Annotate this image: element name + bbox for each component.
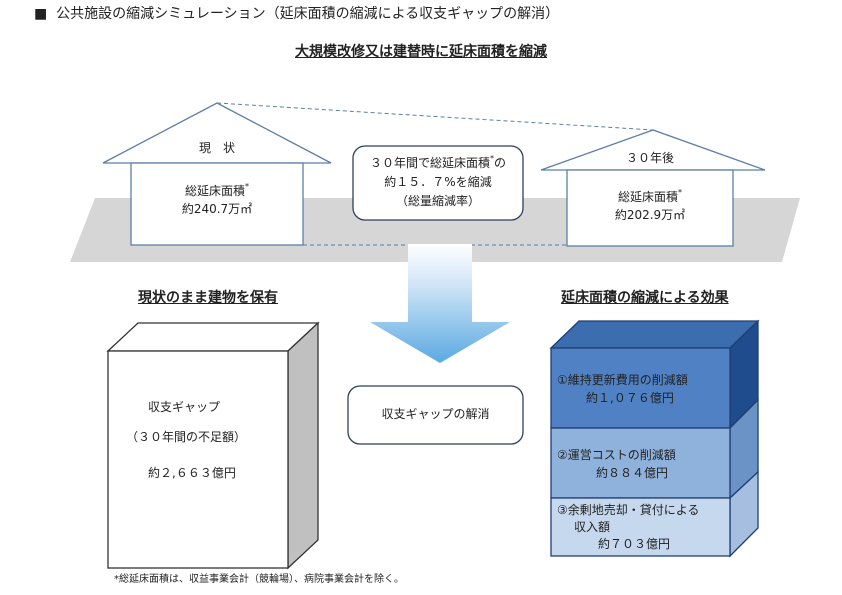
- header: ■ 公共施設の縮減シミュレーション（延床面積の縮減による収支ギャップの解消）: [34, 6, 559, 24]
- left-box-line1: 収支ギャップ: [148, 400, 221, 414]
- reduction-box-shape: [352, 145, 524, 221]
- future-house-area-label-row: 総延床面積*: [567, 188, 733, 205]
- effect-item-2-line1: ②運営コストの削減額: [557, 448, 676, 462]
- stack-layer-3: [550, 497, 731, 557]
- current-house-shape: [102, 102, 332, 246]
- stack-layer-1: [550, 347, 731, 429]
- left-box-line2: （３０年間の不足額）: [126, 430, 247, 444]
- future-house-area-value: 約202.9万㎡: [614, 208, 686, 222]
- current-house-label: 現 状: [198, 141, 235, 155]
- current-house-area-label-row: 総延床面積*: [131, 182, 303, 199]
- left-3d-box: [106, 321, 320, 570]
- footnote: *総延床面積は、収益事業会計（競輪場）、病院事業会計を除く。: [114, 574, 404, 585]
- reduction-box-line1-row: ３０年間で総延床面積*の: [353, 154, 523, 171]
- down-arrow: [370, 244, 510, 363]
- reduction-line3: （総量縮減率）: [395, 194, 480, 208]
- current-house-area-label: 総延床面積: [184, 184, 245, 198]
- effect-item-1-line1: ①維持更新費用の削減額: [557, 373, 688, 387]
- reduction-asterisk: *: [490, 154, 494, 163]
- subtitle-wrap: 大規模改修又は建替時に延床面積を縮減: [0, 44, 842, 62]
- dashed-line-top: [216, 102, 654, 131]
- current-house-area-value: 約240.7万㎡: [181, 202, 253, 216]
- effect-item-3-line2: 収入額: [574, 520, 611, 534]
- future-house-label: ３０年後: [625, 151, 674, 165]
- reduction-line1: ３０年間で総延床面積: [369, 156, 490, 170]
- left-box-line3: 約２,６６３億円: [148, 466, 236, 480]
- page-title: 公共施設の縮減シミュレーション（延床面積の縮減による収支ギャップの解消）: [56, 6, 560, 22]
- effect-item-3-line1: ③余剰地売却・貸付による: [557, 503, 700, 517]
- right-3d-stack: [549, 319, 760, 558]
- center-box-label: 収支ギャップの解消: [381, 407, 490, 421]
- future-house-asterisk: *: [678, 188, 682, 197]
- reduction-line1-suffix: の: [494, 156, 507, 170]
- stack-layer-2: [550, 427, 731, 499]
- future-house-shape: [540, 129, 766, 247]
- effect-item-3-line3: 約７０３億円: [598, 537, 671, 551]
- effect-item-2-line2: 約８８４億円: [596, 466, 669, 480]
- right-section-heading: 延床面積の縮減による効果: [561, 290, 729, 306]
- current-house-asterisk: *: [245, 182, 249, 191]
- reduction-line2: 約１５．７%を縮減: [384, 175, 492, 189]
- future-house-area-label: 総延床面積: [617, 190, 678, 204]
- effect-item-1-line2: 約１,０７６億円: [586, 391, 674, 405]
- left-section-heading: 現状のまま建物を保有: [138, 290, 278, 306]
- header-marker: ■: [34, 6, 48, 22]
- subtitle: 大規模改修又は建替時に延床面積を縮減: [295, 44, 547, 60]
- center-box-shape: [347, 385, 524, 445]
